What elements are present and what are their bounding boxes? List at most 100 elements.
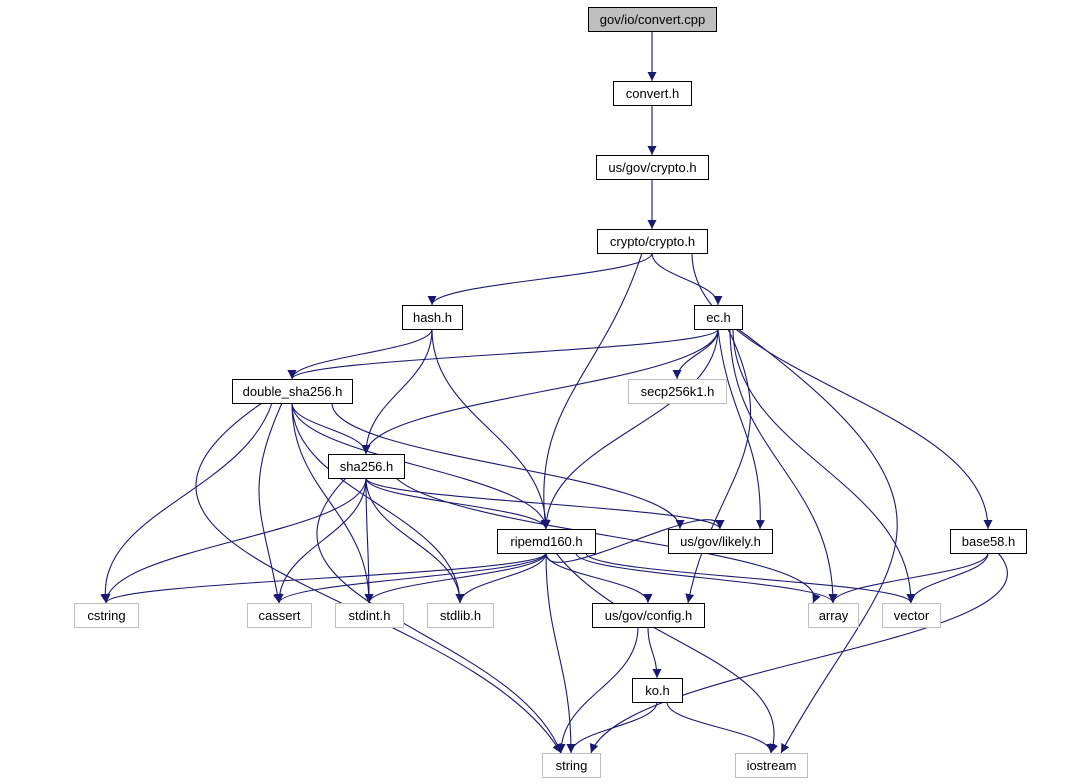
node-box xyxy=(632,678,683,703)
edge-sha256_h-to-cstring xyxy=(101,477,367,604)
edge-double_sha256_h-to-stdlib_h xyxy=(291,402,465,604)
node-us-crypto-h[interactable]: us/gov/crypto.h xyxy=(596,155,709,180)
edge-arrow xyxy=(566,701,658,754)
edge-arrow xyxy=(589,552,1008,754)
edge-ripemd160_h-to-array xyxy=(575,552,838,604)
node-ripemd160-h[interactable]: ripemd160.h xyxy=(497,529,596,554)
edge-arrow xyxy=(717,328,765,530)
edge-arrow xyxy=(737,328,898,754)
edge-crypto_h-to-ec_h xyxy=(651,252,723,306)
edge-ripemd160_h-to-likely_h xyxy=(545,519,725,563)
edge-arrow xyxy=(287,328,719,380)
edge-arrow xyxy=(729,328,838,604)
node-box xyxy=(694,305,743,330)
node-label: stdlib.h xyxy=(440,608,481,623)
edge-ripemd160_h-to-vector xyxy=(585,552,916,604)
node-box xyxy=(335,603,404,628)
edge-arrow xyxy=(291,402,371,455)
node-label: secp256k1.h xyxy=(641,384,715,399)
edge-arrow xyxy=(455,552,547,604)
edge-arrow xyxy=(291,402,374,604)
edge-ec_h-to-secp256k1_h xyxy=(672,328,719,380)
node-config-h[interactable]: us/gov/config.h xyxy=(592,603,705,628)
edge-arrow xyxy=(540,252,643,530)
node-box xyxy=(613,81,692,106)
node-label: ec.h xyxy=(706,310,731,325)
edge-ripemd160_h-to-cassert xyxy=(274,552,547,604)
edge-base58_h-to-vector xyxy=(906,552,989,604)
edge-arrow xyxy=(427,252,653,306)
edge-ec_h-to-array xyxy=(729,328,838,604)
node-box xyxy=(232,379,353,404)
edge-double_sha256_h-to-string xyxy=(195,402,562,754)
edge-arrow xyxy=(364,552,547,604)
node-sha256-h[interactable]: sha256.h xyxy=(328,454,405,479)
edge-arrow xyxy=(291,402,465,604)
edge-ec_h-to-likely_h xyxy=(717,328,765,530)
edge-config_h-to-ko_h xyxy=(647,626,662,679)
node-ec-h[interactable]: ec.h xyxy=(694,305,743,330)
node-box xyxy=(628,379,727,404)
edge-ec_h-to-ripemd160_h xyxy=(541,328,719,530)
node-box xyxy=(882,603,941,628)
node-ko-h[interactable]: ko.h xyxy=(632,678,683,703)
node-box xyxy=(596,155,709,180)
node-box xyxy=(427,603,494,628)
edge-double_sha256_h-to-likely_h xyxy=(331,402,685,530)
node-convert-cpp[interactable]: gov/io/convert.cpp xyxy=(588,7,717,32)
edge-ec_h-to-sha256_h xyxy=(361,328,719,455)
node-label: cstring xyxy=(87,608,125,623)
edge-arrow xyxy=(651,252,723,306)
edge-sha256_h-to-ripemd160_h xyxy=(365,477,551,530)
edge-sha256_h-to-stdint_h xyxy=(364,477,374,604)
edge-arrow xyxy=(585,552,916,604)
edge-arrow xyxy=(361,328,719,455)
edge-arrow xyxy=(555,552,778,754)
edge-arrow xyxy=(258,402,283,604)
edge-ec_h-to-vector xyxy=(732,328,916,604)
edge-sha256_h-to-likely_h xyxy=(365,477,725,530)
node-label: us/gov/config.h xyxy=(605,608,692,623)
node-cassert: cassert xyxy=(247,603,312,628)
node-label: convert.h xyxy=(626,86,679,101)
node-stdlib-h: stdlib.h xyxy=(427,603,494,628)
node-double-sha256-h[interactable]: double_sha256.h xyxy=(232,379,353,404)
node-box xyxy=(542,753,601,778)
edge-arrow xyxy=(291,402,551,530)
node-likely-h[interactable]: us/gov/likely.h xyxy=(668,529,773,554)
edge-arrow xyxy=(691,252,993,530)
edge-ec_h-to-double_sha256_h xyxy=(287,328,719,380)
node-box xyxy=(588,7,717,32)
node-box xyxy=(668,529,773,554)
edge-double_sha256_h-to-cstring xyxy=(100,402,273,604)
edge-arrow xyxy=(732,328,916,604)
edge-ripemd160_h-to-stdlib_h xyxy=(455,552,547,604)
edge-arrow xyxy=(365,477,551,530)
node-crypto-h[interactable]: crypto/crypto.h xyxy=(597,229,708,254)
node-convert-h[interactable]: convert.h xyxy=(613,81,692,106)
node-box xyxy=(950,529,1027,554)
edge-ec_h-to-config_h xyxy=(685,328,752,604)
node-box xyxy=(735,753,808,778)
edge-arrow xyxy=(361,328,433,455)
edge-base58_h-to-array xyxy=(828,552,989,604)
edge-ripemd160_h-to-config_h xyxy=(545,552,653,604)
edge-arrow xyxy=(364,477,374,604)
edge-arrow xyxy=(101,477,367,604)
node-base58-h[interactable]: base58.h xyxy=(950,529,1027,554)
node-label: array xyxy=(819,608,849,623)
node-label: double_sha256.h xyxy=(243,384,343,399)
edge-arrow xyxy=(575,552,838,604)
edge-ripemd160_h-to-stdint_h xyxy=(364,552,547,604)
node-box xyxy=(328,454,405,479)
node-array: array xyxy=(808,603,859,628)
node-hash-h[interactable]: hash.h xyxy=(402,305,463,330)
edge-arrow xyxy=(545,552,576,754)
edge-arrow xyxy=(100,402,273,604)
node-box xyxy=(247,603,312,628)
node-label: base58.h xyxy=(962,534,1016,549)
edge-hash_h-to-sha256_h xyxy=(361,328,433,455)
edge-arrow xyxy=(331,402,685,530)
edge-crypto_h-to-ripemd160_h xyxy=(540,252,643,530)
